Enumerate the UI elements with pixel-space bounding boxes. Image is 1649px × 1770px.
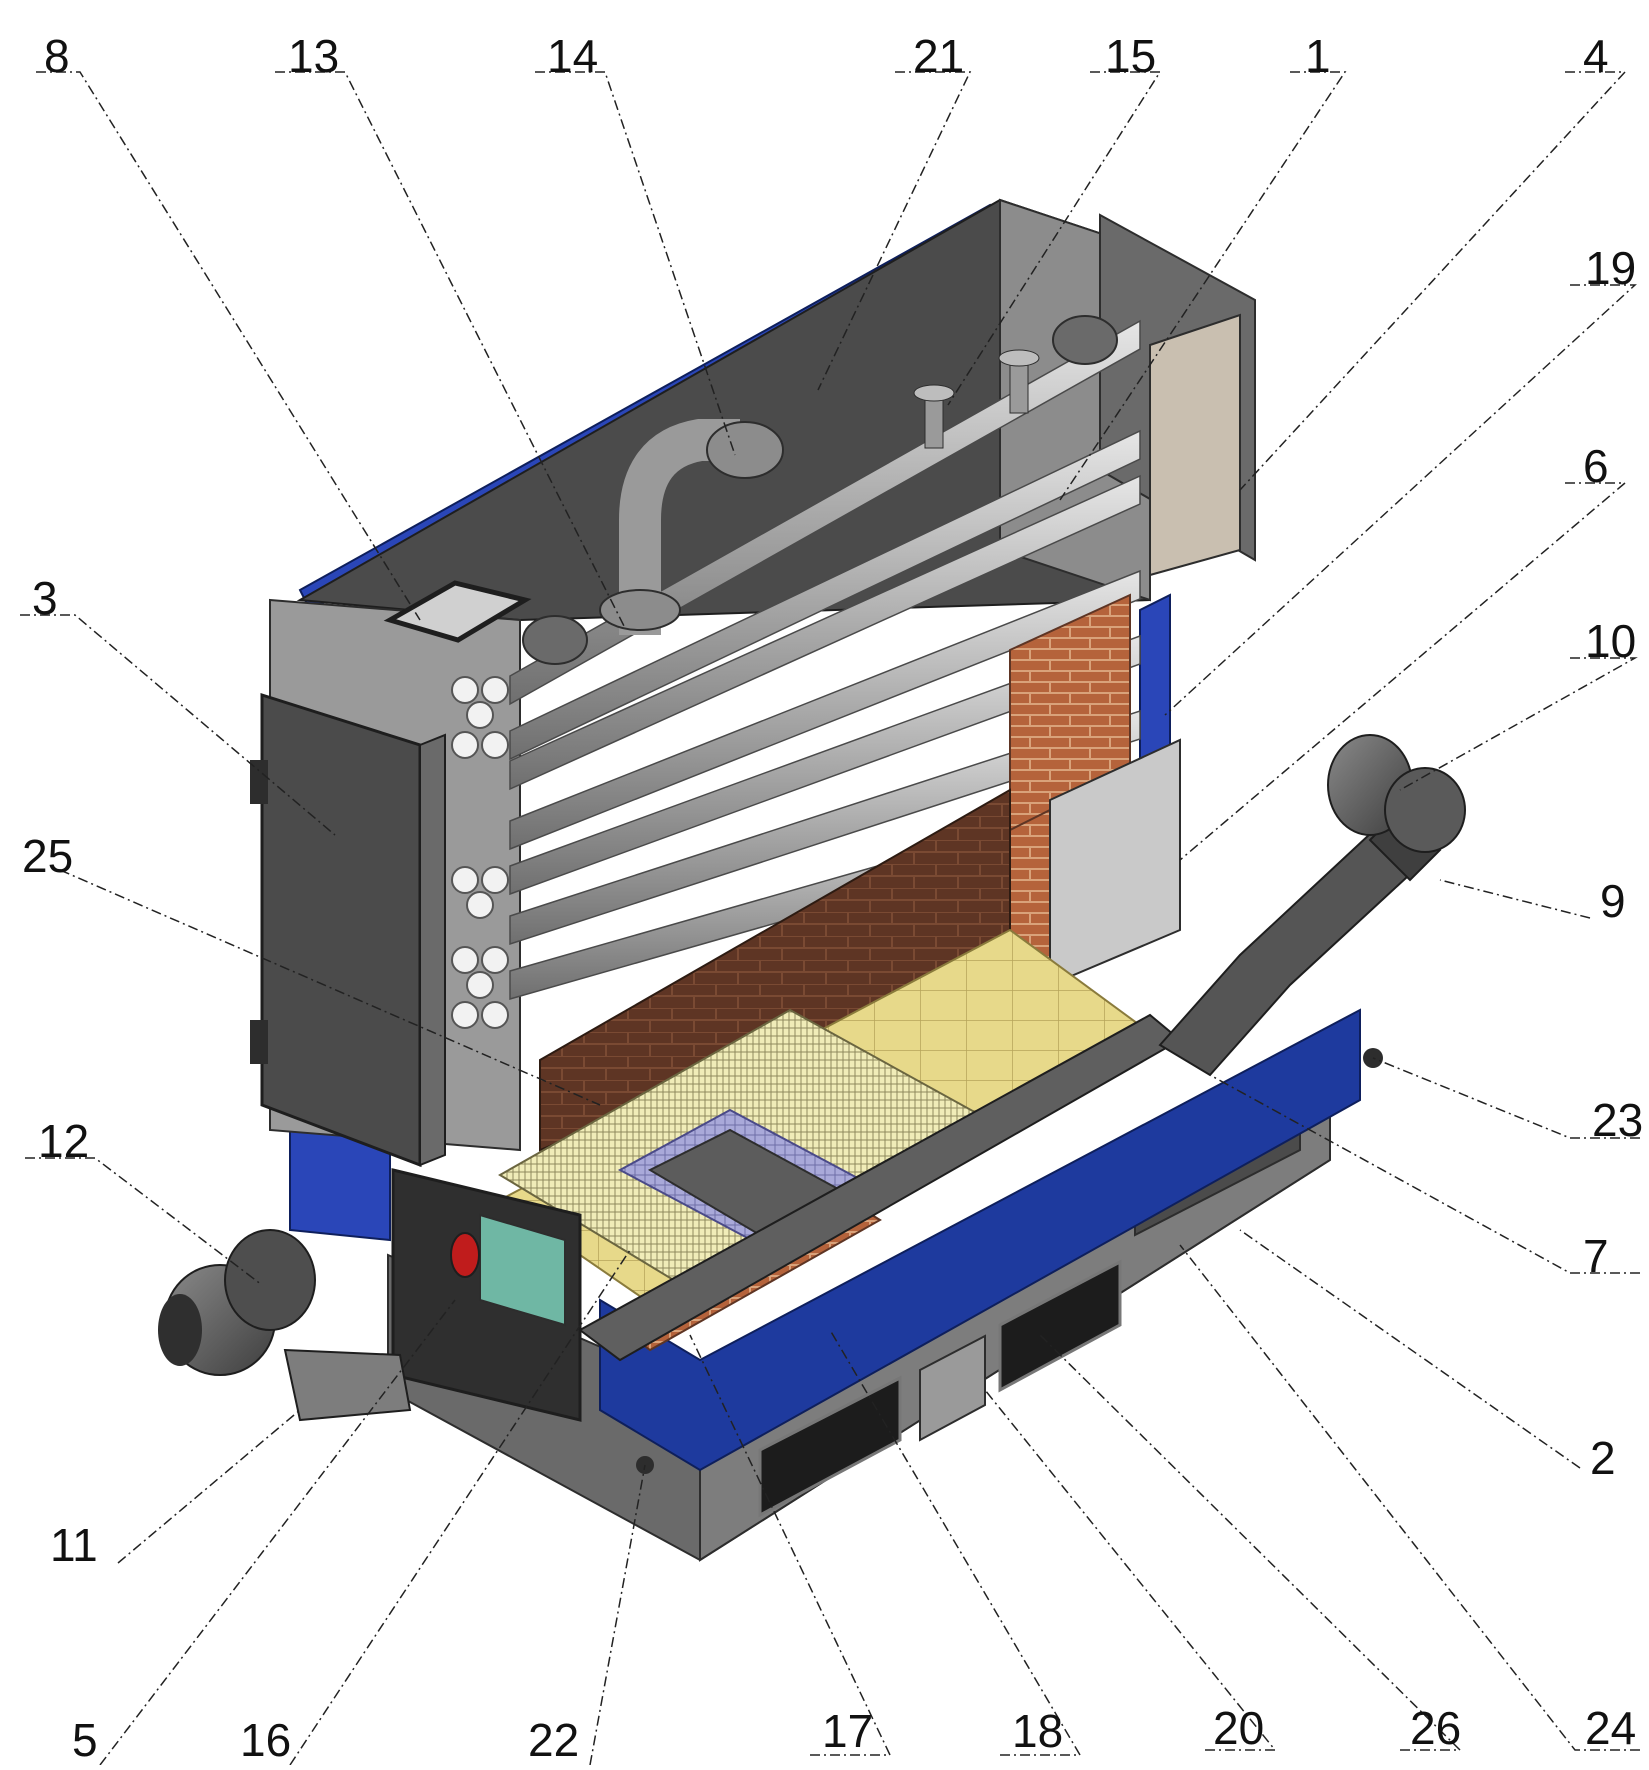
tube-ends [451, 676, 509, 1029]
leader-16 [289, 1249, 631, 1766]
fan-motor-12-end [158, 1294, 202, 1366]
lifting-lug-left [522, 615, 588, 665]
callout-9: 9 [1600, 875, 1626, 927]
leader-21 [817, 71, 972, 391]
callout-26: 26 [1410, 1702, 1462, 1754]
callout-8: 8 [44, 30, 70, 82]
leader-12 [25, 1157, 263, 1286]
leader-5 [99, 1299, 456, 1766]
fire-tube [509, 474, 1141, 791]
fire-tube [509, 709, 1141, 946]
fan-duct-11 [283, 1348, 412, 1422]
firing-door-inner [479, 1213, 566, 1327]
callout-2: 2 [1590, 1432, 1616, 1484]
callout-13: 13 [288, 30, 340, 82]
leader-13 [275, 71, 626, 629]
callout-1: 1 [1305, 30, 1331, 82]
leader-4 [1239, 71, 1627, 491]
leader-26 [1039, 1334, 1462, 1751]
blue-frame-band [599, 1008, 1361, 1472]
door-handle-knob [450, 1232, 480, 1278]
nozzle-15a-cap [913, 384, 955, 402]
flue-outlet-face [1149, 313, 1241, 577]
fan-housing-12 [224, 1229, 316, 1331]
callout-24: 24 [1585, 1702, 1637, 1754]
leader-17 [689, 1334, 892, 1756]
feeder-chute [1158, 818, 1422, 1077]
leader-23 [1372, 1057, 1640, 1139]
leader-6 [1179, 482, 1628, 861]
door-hinge-top [250, 760, 268, 804]
door-hinge-bottom [250, 1020, 268, 1064]
fan-housing-10 [1384, 767, 1466, 853]
nozzle-15b-cap [998, 349, 1040, 367]
callout-22: 22 [528, 1714, 580, 1766]
callout-21: 21 [913, 30, 965, 82]
leader-3 [20, 614, 336, 836]
leader-2 [1239, 1229, 1581, 1469]
inspection-hatch [919, 1334, 986, 1442]
leader-20 [984, 1389, 1277, 1751]
callout-6: 6 [1583, 440, 1609, 492]
leader-19 [1164, 284, 1637, 716]
callout-14: 14 [547, 30, 599, 82]
leader-15 [947, 71, 1162, 406]
callout-18: 18 [1012, 1705, 1064, 1757]
callout-11: 11 [50, 1519, 98, 1571]
fire-tube [509, 634, 1141, 896]
fire-tube [509, 569, 1141, 851]
callout-3: 3 [32, 572, 58, 624]
callout-25: 25 [22, 830, 74, 882]
cleaning-hatch [383, 580, 532, 643]
callout-15: 15 [1105, 30, 1157, 82]
leader-9 [1439, 879, 1591, 919]
elbow-flange-bottom [599, 589, 681, 631]
callout-16: 16 [240, 1714, 292, 1766]
ash-door-2 [998, 1259, 1122, 1393]
leader-11 [117, 1409, 301, 1564]
main-door-edge [419, 733, 446, 1167]
gas-duct [1049, 738, 1181, 987]
fire-tube [509, 429, 1141, 761]
leader-1 [1059, 71, 1347, 501]
outlet-elbow-pipe [619, 419, 740, 635]
callout-4: 4 [1583, 30, 1609, 82]
leader-7 [1209, 1074, 1640, 1274]
lifting-lug-right [1052, 315, 1118, 365]
callout-10: 10 [1585, 615, 1637, 667]
callout-19: 19 [1585, 242, 1637, 294]
callout-17: 17 [822, 1705, 874, 1757]
leader-14 [535, 71, 736, 456]
leader-8 [36, 71, 421, 621]
ash-door-1 [758, 1375, 902, 1518]
callout-20: 20 [1213, 1702, 1265, 1754]
main-door [260, 692, 422, 1168]
leader-22 [589, 1464, 646, 1766]
callout-23: 23 [1592, 1094, 1644, 1146]
callout-7: 7 [1583, 1230, 1609, 1282]
elbow-flange-top [706, 421, 784, 479]
leader-18 [829, 1329, 1082, 1756]
leader-lines [20, 71, 1640, 1766]
leader-25 [59, 869, 601, 1106]
leader-24 [1179, 1244, 1640, 1751]
callout-5: 5 [72, 1714, 98, 1766]
leader-10 [1399, 657, 1638, 791]
callout-12: 12 [38, 1115, 90, 1167]
